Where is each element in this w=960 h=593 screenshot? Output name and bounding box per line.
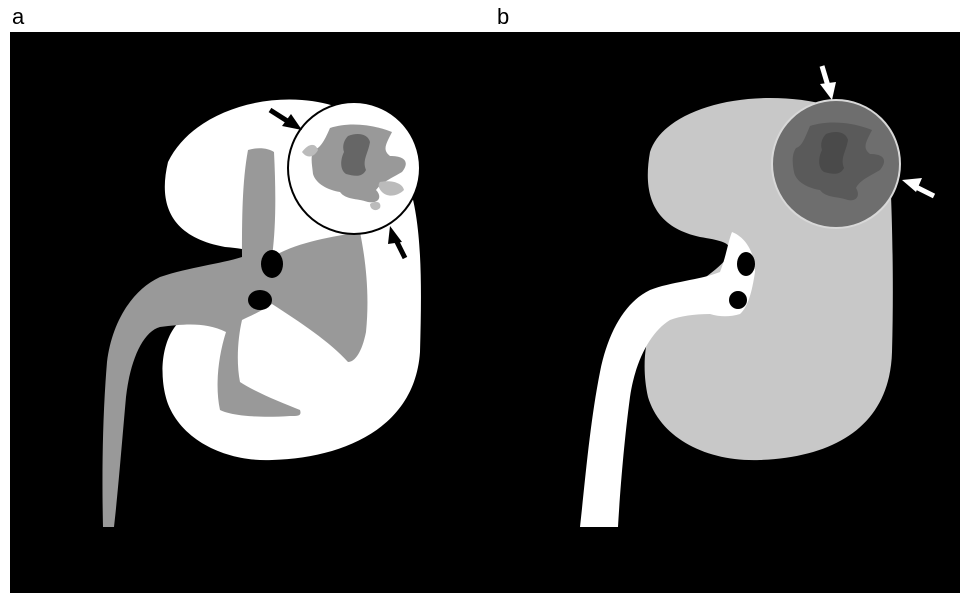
hilum-gap-a-lower xyxy=(248,290,272,310)
panel-label-b: b xyxy=(497,4,509,30)
lesion-b-core-component xyxy=(819,132,848,174)
hilum-gap-b-lower xyxy=(729,291,747,309)
figure-canvas xyxy=(10,32,960,593)
hilum-gap-b-upper xyxy=(737,252,755,276)
panel-label-a: a xyxy=(12,4,24,30)
lesion-a-core-component xyxy=(341,134,370,176)
hilum-gap-a-upper xyxy=(261,250,283,278)
